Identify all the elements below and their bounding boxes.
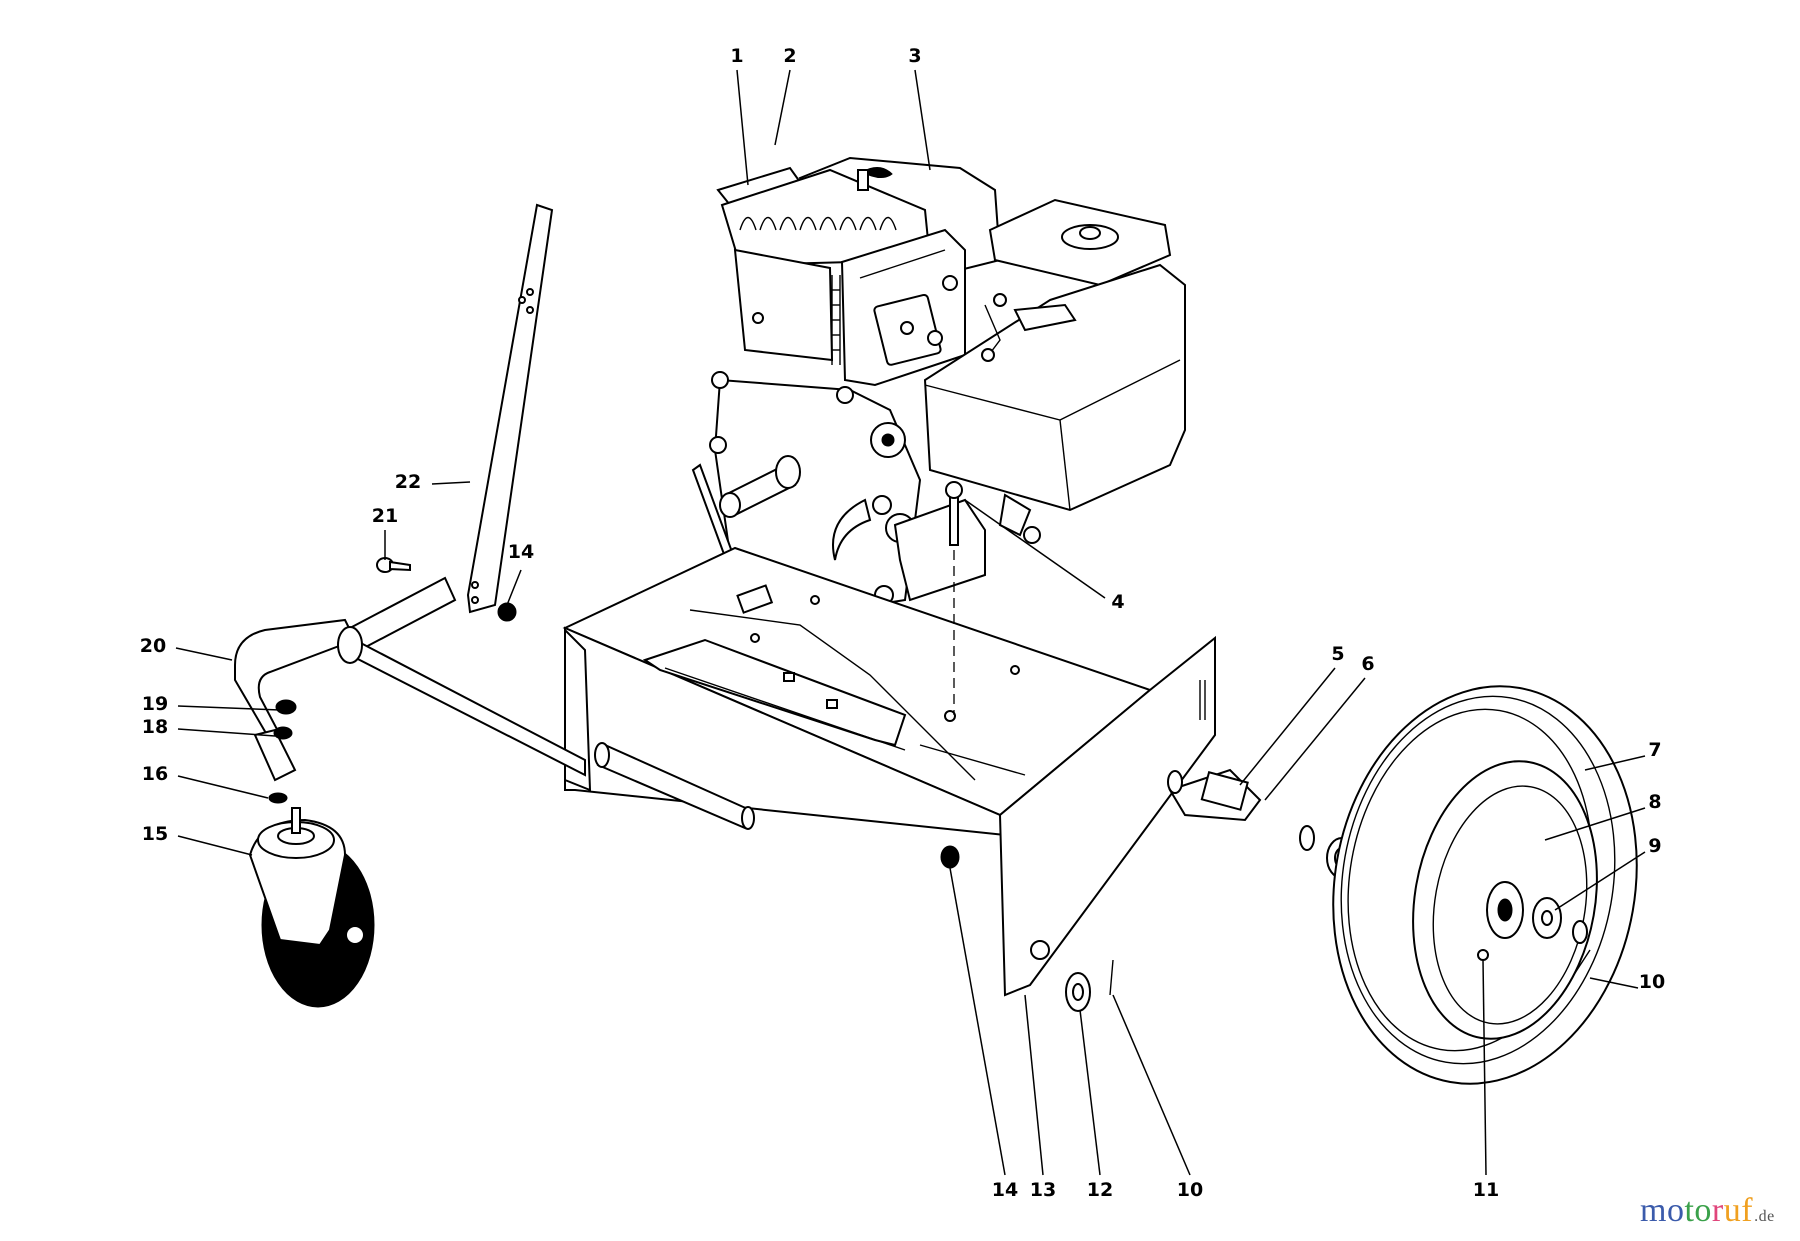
rear-wheel-assembly: [940, 685, 1638, 1085]
callout-4: 4: [1111, 591, 1124, 613]
callout-7: 7: [1648, 739, 1661, 761]
callout-13: 13: [1030, 1179, 1056, 1201]
watermark-letter: o: [1694, 1192, 1712, 1229]
callout-9: 9: [1648, 835, 1661, 857]
caster-wheel: [248, 807, 375, 1008]
chassis-frame: [562, 546, 1216, 997]
callout-11: 11: [1473, 1179, 1499, 1201]
callout-20: 20: [140, 635, 166, 657]
callout-10: 10: [1177, 1179, 1203, 1201]
callout-6: 6: [1361, 653, 1374, 675]
handle-assembly: [234, 203, 586, 804]
watermark-logo: motoruf.de: [1640, 1192, 1775, 1230]
callout-5: 5: [1331, 643, 1344, 665]
watermark-letter: m: [1640, 1192, 1667, 1229]
watermark-letter: u: [1723, 1192, 1742, 1229]
watermark-letter: o: [1666, 1192, 1685, 1229]
callout-3: 3: [908, 45, 921, 67]
callout-19: 19: [142, 693, 168, 715]
watermark-letter: t: [1684, 1192, 1695, 1229]
engine-assembly: [691, 156, 1186, 622]
leader-lines: [175, 69, 1646, 1176]
callout-18: 18: [142, 716, 168, 738]
callout-22: 22: [395, 471, 421, 493]
callout-15: 15: [142, 823, 168, 845]
callout-8: 8: [1648, 791, 1661, 813]
callout-14: 14: [508, 541, 534, 563]
callout-10: 10: [1639, 971, 1665, 993]
watermark-suffix: .de: [1754, 1208, 1775, 1225]
callout-21: 21: [372, 505, 398, 527]
callout-14: 14: [992, 1179, 1018, 1201]
callout-1: 1: [730, 45, 743, 67]
callout-12: 12: [1087, 1179, 1113, 1201]
callout-labels: 1 2 3 4 5 6 7 8 9 10 10 11 12 13 14 14 1…: [140, 45, 1665, 1201]
callout-2: 2: [783, 45, 796, 67]
watermark-letter: r: [1711, 1192, 1724, 1229]
watermark-letter: f: [1741, 1192, 1754, 1229]
callout-16: 16: [142, 763, 168, 785]
